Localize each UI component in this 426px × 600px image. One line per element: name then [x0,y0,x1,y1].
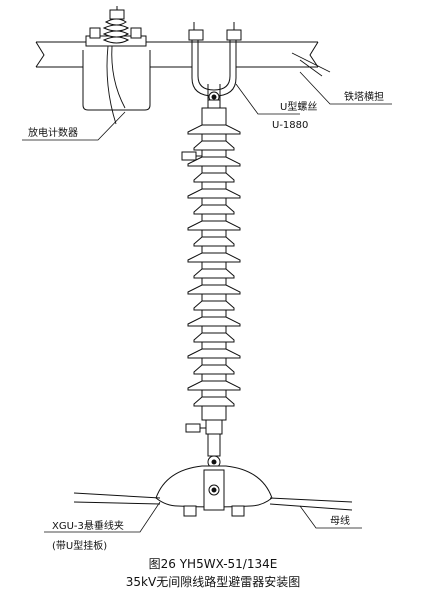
insulator-shed [187,252,241,263]
insulator-shed [193,364,235,375]
busbar-conductor [73,492,353,511]
counter-label: 放电计数器 [28,126,78,139]
arrester-sheds [187,124,241,407]
u-bolt-code-label: U-1880 [272,120,308,131]
insulator-shed [187,220,241,231]
figure-caption-line2: 35kV无间隙线路型避雷器安装图 [126,574,300,589]
u-bolt [188,22,242,111]
crossarm-label: 铁塔横担 [344,90,384,103]
insulator-shed [187,156,241,167]
insulator-shed [187,284,241,295]
insulator-shed [193,172,235,183]
insulator-shed [193,332,235,343]
leader-lines [22,71,392,533]
insulator-shed [187,188,241,199]
insulator-shed [187,380,241,391]
insulator-shed [193,396,235,407]
suspension-clamp [155,465,273,517]
insulator-shed [193,268,235,279]
u-bolt-label: U型螺丝 [280,100,317,113]
busbar-label: 母线 [330,514,350,527]
insulator-shed [193,236,235,247]
insulator-shed [187,348,241,359]
clamp-label: XGU-3悬垂线夹 [52,519,124,532]
insulator-shed [187,316,241,327]
figure-caption-line1: 图26 YH5WX-51/134E [149,557,278,571]
insulator-shed [193,204,235,215]
insulator-shed [193,140,235,151]
insulator-shed [193,300,235,311]
clamp-note-label: (带U型挂板) [52,539,107,552]
insulator-shed [187,124,241,135]
discharge-counter [82,6,151,125]
lower-fitting [185,419,223,469]
tower-crossarm [35,41,331,77]
